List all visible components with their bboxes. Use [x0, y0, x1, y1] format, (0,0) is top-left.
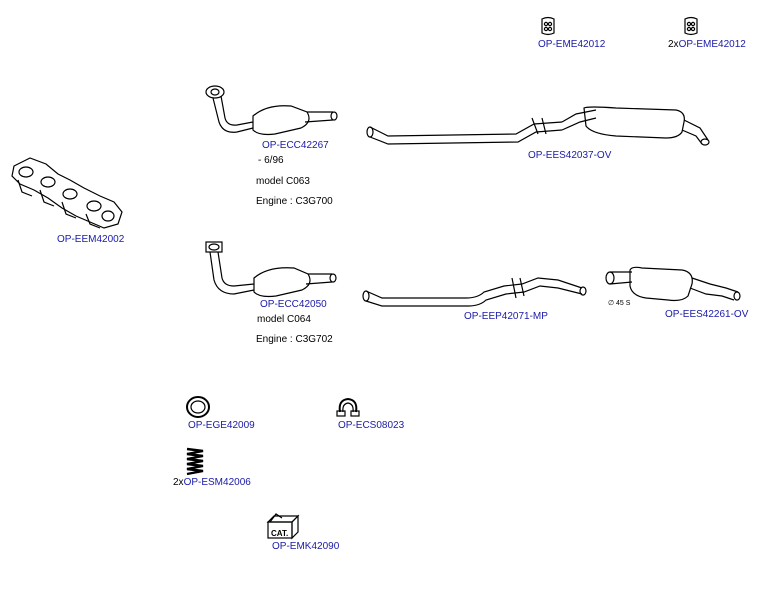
part-code[interactable]: OP-ECC42050 — [260, 299, 327, 310]
kit-box-text: CAT. — [271, 529, 289, 538]
part-code[interactable]: OP-ESM42006 — [183, 477, 251, 488]
part-link-kit[interactable]: OP-EMK42090 — [272, 541, 339, 553]
part-link-cat-2[interactable]: OP-ECC42050 — [260, 299, 327, 311]
cat-1-date-note: - 6/96 — [258, 155, 284, 166]
part-link-manifold[interactable]: OP-EEM42002 — [57, 234, 124, 246]
part-link-gasket[interactable]: OP-EGE42009 — [188, 420, 255, 432]
rubber-mount-icon[interactable] — [683, 16, 699, 36]
part-code[interactable]: OP-ECS08023 — [338, 420, 405, 431]
part-link-small-silencer[interactable]: OP-EES42261-OV — [665, 309, 748, 321]
part-code[interactable]: OP-EEP42071-MP — [464, 311, 548, 322]
clamp-icon[interactable] — [334, 396, 362, 420]
cat-2-model-note: model C064 — [257, 314, 311, 325]
cat-2-engine-note: Engine : C3G702 — [256, 334, 333, 345]
cat-1-engine-note: Engine : C3G700 — [256, 196, 333, 207]
quantity-label: 2x — [173, 477, 184, 488]
cat-1-model-note: model C063 — [256, 176, 310, 187]
part-link-mount-1[interactable]: OP-EME42012 — [538, 39, 605, 51]
part-link-spring[interactable]: 2xOP-ESM42006 — [173, 477, 251, 489]
part-link-mount-2[interactable]: 2xOP-EME42012 — [668, 39, 746, 51]
part-code[interactable]: OP-EMK42090 — [272, 541, 340, 552]
rubber-mount-icon[interactable] — [540, 16, 556, 36]
part-code[interactable]: OP-EGE42009 — [188, 420, 255, 431]
middle-pipe-icon[interactable] — [362, 272, 588, 312]
part-link-clamp[interactable]: OP-ECS08023 — [338, 420, 404, 432]
part-link-rear-silencer[interactable]: OP-EES42037-OV — [528, 150, 611, 162]
catalytic-converter-icon[interactable] — [203, 82, 339, 140]
part-code[interactable]: OP-EES42261-OV — [665, 309, 749, 320]
quantity-label: 2x — [668, 39, 679, 50]
part-code[interactable]: OP-EES42037-OV — [528, 150, 612, 161]
catalytic-converter-icon[interactable] — [202, 240, 338, 302]
rear-silencer-icon[interactable] — [366, 104, 714, 150]
part-link-cat-1[interactable]: OP-ECC42267 — [262, 140, 329, 152]
silencer-diameter-mark: ∅ 45 S — [608, 300, 631, 307]
part-code[interactable]: OP-EME42012 — [538, 39, 606, 50]
spring-icon[interactable] — [184, 446, 206, 476]
part-code[interactable]: OP-EEM42002 — [57, 234, 125, 245]
part-code[interactable]: OP-EME42012 — [678, 39, 746, 50]
part-link-middle-pipe[interactable]: OP-EEP42071-MP — [464, 311, 548, 323]
mounting-kit-box-icon[interactable] — [266, 512, 300, 540]
rear-silencer-small-icon[interactable] — [602, 266, 744, 310]
part-code[interactable]: OP-ECC42267 — [262, 140, 329, 151]
exhaust-manifold-icon[interactable] — [8, 152, 126, 234]
gasket-ring-icon[interactable] — [185, 395, 211, 419]
